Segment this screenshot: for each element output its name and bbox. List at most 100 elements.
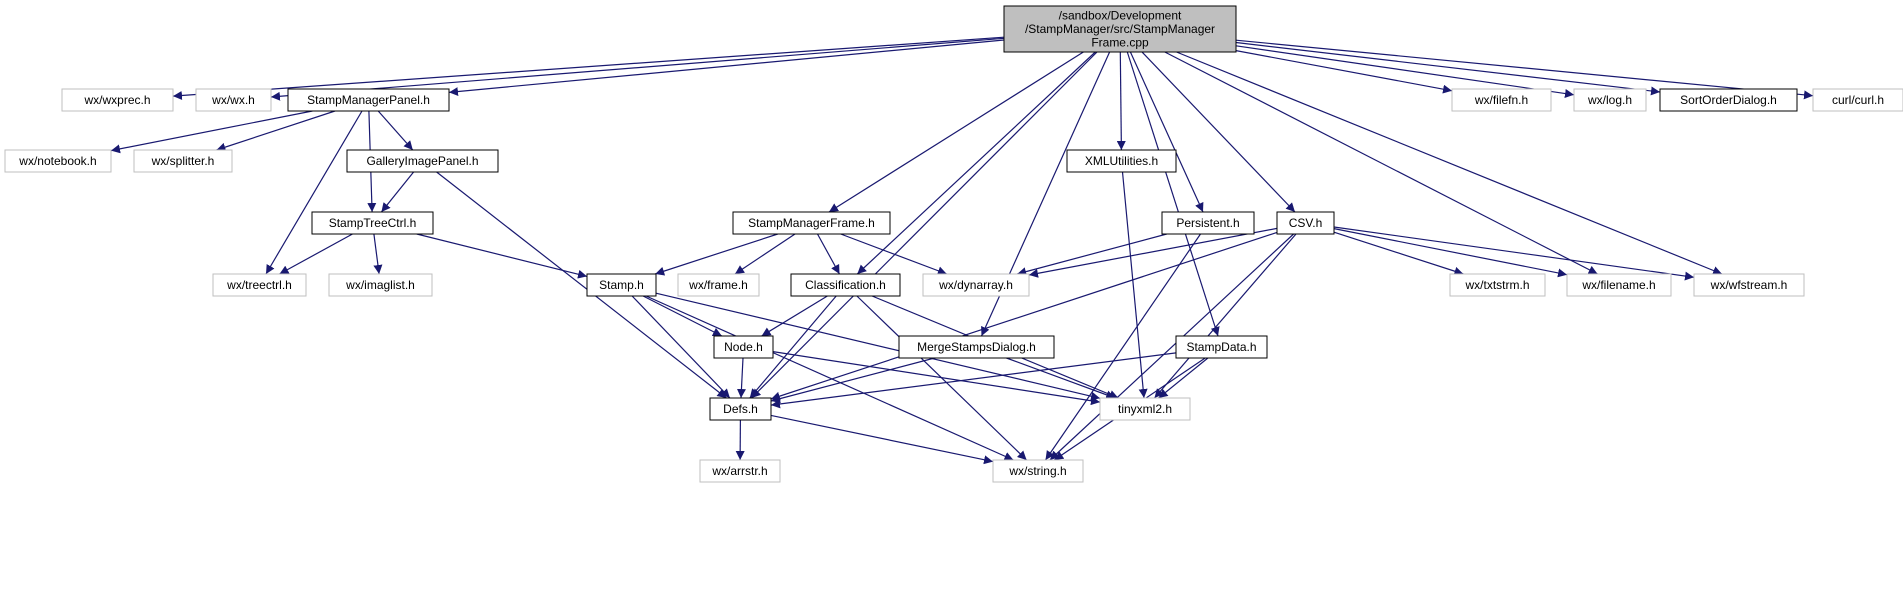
- node-label: curl/curl.h: [1832, 93, 1884, 107]
- node-label: StampManagerFrame.h: [748, 216, 875, 230]
- node-label: wx/wxprec.h: [83, 93, 150, 107]
- node-wxprec: wx/wxprec.h: [62, 89, 173, 111]
- edge-smpanel-to-gallery: [378, 111, 413, 150]
- edge-csv-to-filename: [1334, 229, 1567, 275]
- node-persistent[interactable]: Persistent.h: [1162, 212, 1254, 234]
- node-label: StampTreeCtrl.h: [329, 216, 417, 230]
- node-label: StampManagerPanel.h: [307, 93, 430, 107]
- edge-root-to-filefn: [1236, 51, 1452, 91]
- node-wx: wx/wx.h: [196, 89, 271, 111]
- edge-classification-to-node: [762, 296, 828, 336]
- root-file-node: /sandbox/Development/StampManager/src/St…: [1004, 6, 1236, 52]
- edge-root-to-wx: [271, 38, 1004, 97]
- node-label: wx/dynarray.h: [938, 278, 1013, 292]
- edge-smpanel-to-notebook: [111, 111, 313, 151]
- node-txtstrm: wx/txtstrm.h: [1450, 274, 1545, 296]
- edge-persistent-to-dynarray: [1017, 234, 1167, 274]
- node-label: wx/arrstr.h: [711, 464, 767, 478]
- node-smpanel[interactable]: StampManagerPanel.h: [288, 89, 449, 111]
- node-dynarray: wx/dynarray.h: [923, 274, 1029, 296]
- edge-csv-to-wfstream: [1334, 227, 1694, 277]
- edge-root-to-xmlutil: [1120, 52, 1121, 150]
- edge-treectrlh-to-imaglist: [374, 234, 379, 274]
- edge-csv-to-txtstrm: [1334, 232, 1463, 274]
- edge-root-to-csv: [1142, 52, 1295, 212]
- node-tinyxml2: tinyxml2.h: [1100, 398, 1190, 420]
- edge-defs-to-wxstring: [771, 415, 993, 461]
- edge-gallery-to-treectrlh: [381, 172, 413, 212]
- node-stampdata[interactable]: StampData.h: [1176, 336, 1267, 358]
- node-label: Classification.h: [805, 278, 886, 292]
- node-frame: wx/frame.h: [678, 274, 759, 296]
- node-mergedlg[interactable]: MergeStampsDialog.h: [899, 336, 1054, 358]
- node-label: wx/splitter.h: [151, 154, 215, 168]
- edge-csv-to-tinyxml2: [1155, 234, 1297, 398]
- edge-root-to-wxprec: [173, 37, 1004, 96]
- node-xmlutil[interactable]: XMLUtilities.h: [1067, 150, 1176, 172]
- edge-smpanel-to-splitter: [217, 111, 336, 150]
- node-smframe[interactable]: StampManagerFrame.h: [733, 212, 890, 234]
- node-defs[interactable]: Defs.h: [710, 398, 771, 420]
- node-label: XMLUtilities.h: [1085, 154, 1158, 168]
- node-label: GalleryImagePanel.h: [366, 154, 478, 168]
- edge-root-to-stampdata: [1127, 52, 1218, 336]
- node-gallery[interactable]: GalleryImagePanel.h: [347, 150, 498, 172]
- node-classification[interactable]: Classification.h: [791, 274, 900, 296]
- node-label: CSV.h: [1289, 216, 1323, 230]
- edge-root-to-smpanel: [449, 40, 1004, 92]
- edge-root-to-wfstream: [1177, 52, 1723, 274]
- node-label: wx/imaglist.h: [345, 278, 415, 292]
- node-node[interactable]: Node.h: [714, 336, 773, 358]
- node-label: StampData.h: [1186, 340, 1256, 354]
- edge-xmlutil-to-tinyxml2: [1123, 172, 1145, 398]
- node-csv[interactable]: CSV.h: [1277, 212, 1334, 234]
- node-label: wx/wfstream.h: [1710, 278, 1788, 292]
- node-sortorder[interactable]: SortOrderDialog.h: [1660, 89, 1797, 111]
- node-curl: curl/curl.h: [1813, 89, 1903, 111]
- node-notebook: wx/notebook.h: [5, 150, 111, 172]
- node-label: wx/log.h: [1587, 93, 1632, 107]
- node-label: SortOrderDialog.h: [1680, 93, 1777, 107]
- edge-root-to-smframe: [829, 52, 1083, 212]
- node-imaglist: wx/imaglist.h: [329, 274, 432, 296]
- node-label: wx/txtstrm.h: [1464, 278, 1529, 292]
- edge-smframe-to-stamp: [655, 234, 778, 274]
- edge-smframe-to-classification: [818, 234, 840, 274]
- node-label: wx/string.h: [1008, 464, 1066, 478]
- edge-smframe-to-frame: [735, 234, 795, 274]
- edge-treectrlh-to-wxtreectrl: [280, 234, 353, 274]
- node-filefn: wx/filefn.h: [1452, 89, 1551, 111]
- edge-csv-to-defs: [771, 232, 1277, 399]
- edge-root-to-persistent: [1130, 52, 1203, 212]
- edge-stamp-to-node: [643, 296, 722, 336]
- node-filename: wx/filename.h: [1567, 274, 1671, 296]
- edge-smpanel-to-wxtreectrl: [266, 111, 362, 274]
- node-stamp[interactable]: Stamp.h: [587, 274, 656, 296]
- node-label: Stamp.h: [599, 278, 644, 292]
- edge-mergedlg-to-tinyxml2: [1006, 358, 1115, 398]
- node-label: tinyxml2.h: [1118, 402, 1172, 416]
- node-label: wx/notebook.h: [18, 154, 96, 168]
- node-label: Defs.h: [723, 402, 758, 416]
- root-node-label-line: /StampManager/src/StampManager: [1025, 22, 1215, 36]
- node-label: Node.h: [724, 340, 763, 354]
- node-label: wx/wx.h: [211, 93, 255, 107]
- node-label: wx/filefn.h: [1474, 93, 1528, 107]
- node-label: wx/frame.h: [688, 278, 748, 292]
- node-log: wx/log.h: [1574, 89, 1646, 111]
- node-label: MergeStampsDialog.h: [917, 340, 1036, 354]
- edge-root-to-log: [1236, 46, 1574, 95]
- node-wfstream: wx/wfstream.h: [1694, 274, 1804, 296]
- node-wxtreectrl: wx/treectrl.h: [213, 274, 306, 296]
- node-label: wx/treectrl.h: [226, 278, 292, 292]
- node-label: wx/filename.h: [1581, 278, 1655, 292]
- edge-treectrlh-to-stamp: [417, 234, 587, 276]
- node-splitter: wx/splitter.h: [134, 150, 232, 172]
- edge-csv-to-dynarray: [1029, 228, 1277, 275]
- node-label: Persistent.h: [1176, 216, 1239, 230]
- node-arrstr: wx/arrstr.h: [700, 460, 780, 482]
- node-treectrlh[interactable]: StampTreeCtrl.h: [312, 212, 433, 234]
- node-wxstring: wx/string.h: [993, 460, 1083, 482]
